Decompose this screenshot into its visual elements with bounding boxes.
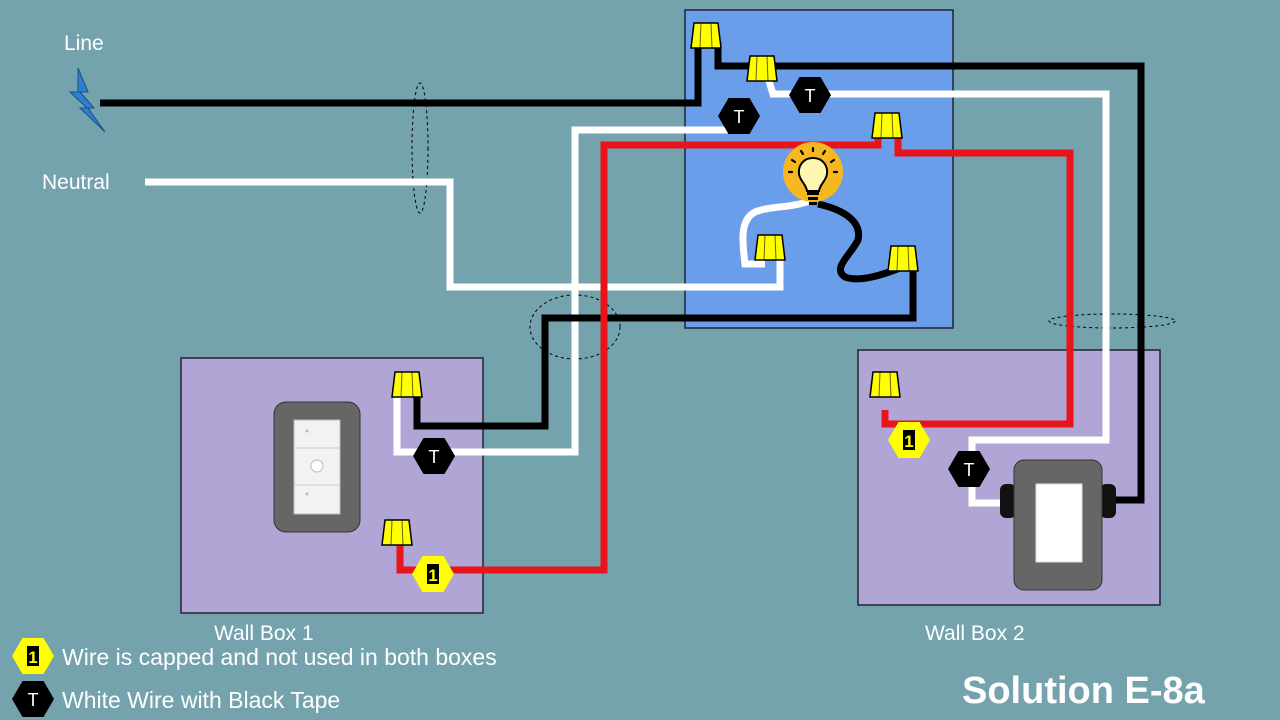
wire-nut-travelers <box>871 112 903 139</box>
wire-nut-line <box>690 22 722 49</box>
cable-bundle-box2 <box>1048 313 1176 329</box>
legend-capped-icon: 1 <box>12 638 54 674</box>
svg-text:T: T <box>734 107 745 127</box>
wire-nut-box2-red <box>869 371 901 398</box>
svg-text:T: T <box>429 447 440 467</box>
bulb-white-lead <box>739 197 812 268</box>
solution-title: Solution E-8a <box>962 670 1206 712</box>
wire-nut-bulb-black <box>887 245 919 272</box>
legend-taped-icon: T <box>12 681 54 717</box>
light-bulb-icon <box>783 142 843 205</box>
capped-marker: 1 <box>888 422 930 458</box>
neutral-label: Neutral <box>42 171 110 194</box>
switch-icon[interactable] <box>1000 459 1116 591</box>
taped-white-wire-box2 <box>761 66 1110 507</box>
taped-marker: T <box>789 77 831 113</box>
lightning-icon <box>68 67 106 133</box>
svg-text:1: 1 <box>904 432 913 451</box>
line-label: Line <box>64 32 104 55</box>
svg-text:1: 1 <box>28 648 37 667</box>
wire-nut-box1-top <box>391 371 423 398</box>
svg-text:T: T <box>805 86 816 106</box>
cable-bundle-line <box>411 82 429 214</box>
legend-taped-text: White Wire with Black Tape <box>62 687 340 713</box>
dimmer-icon[interactable] <box>273 401 361 533</box>
neutral-wire <box>145 178 784 291</box>
svg-text:T: T <box>964 460 975 480</box>
capped-marker: 1 <box>412 556 454 592</box>
switched-leg-box1 <box>413 268 917 430</box>
taped-marker: T <box>413 438 455 474</box>
wire-nut-white-box2 <box>746 55 778 82</box>
legend: 1 Wire is capped and not used in both bo… <box>12 638 497 717</box>
svg-text:T: T <box>28 690 39 710</box>
legend-capped-text: Wire is capped and not used in both boxe… <box>62 644 497 670</box>
wire-nut-box1-red <box>381 519 413 546</box>
line-hot-wire <box>100 42 702 107</box>
wall-box-2 <box>857 349 1161 606</box>
hot-wire-to-box2 <box>714 42 1145 504</box>
svg-text:1: 1 <box>428 566 437 585</box>
traveler-wire-box1 <box>396 135 882 574</box>
traveler-wire-box2 <box>881 135 1074 428</box>
wall-box-2-label: Wall Box 2 <box>925 622 1025 645</box>
wall-box-1-label: Wall Box 1 <box>214 622 314 645</box>
wire-nut-bulb-white <box>754 234 786 261</box>
taped-marker: T <box>718 98 760 134</box>
bulb-black-lead <box>817 200 902 283</box>
taped-marker: T <box>948 451 990 487</box>
